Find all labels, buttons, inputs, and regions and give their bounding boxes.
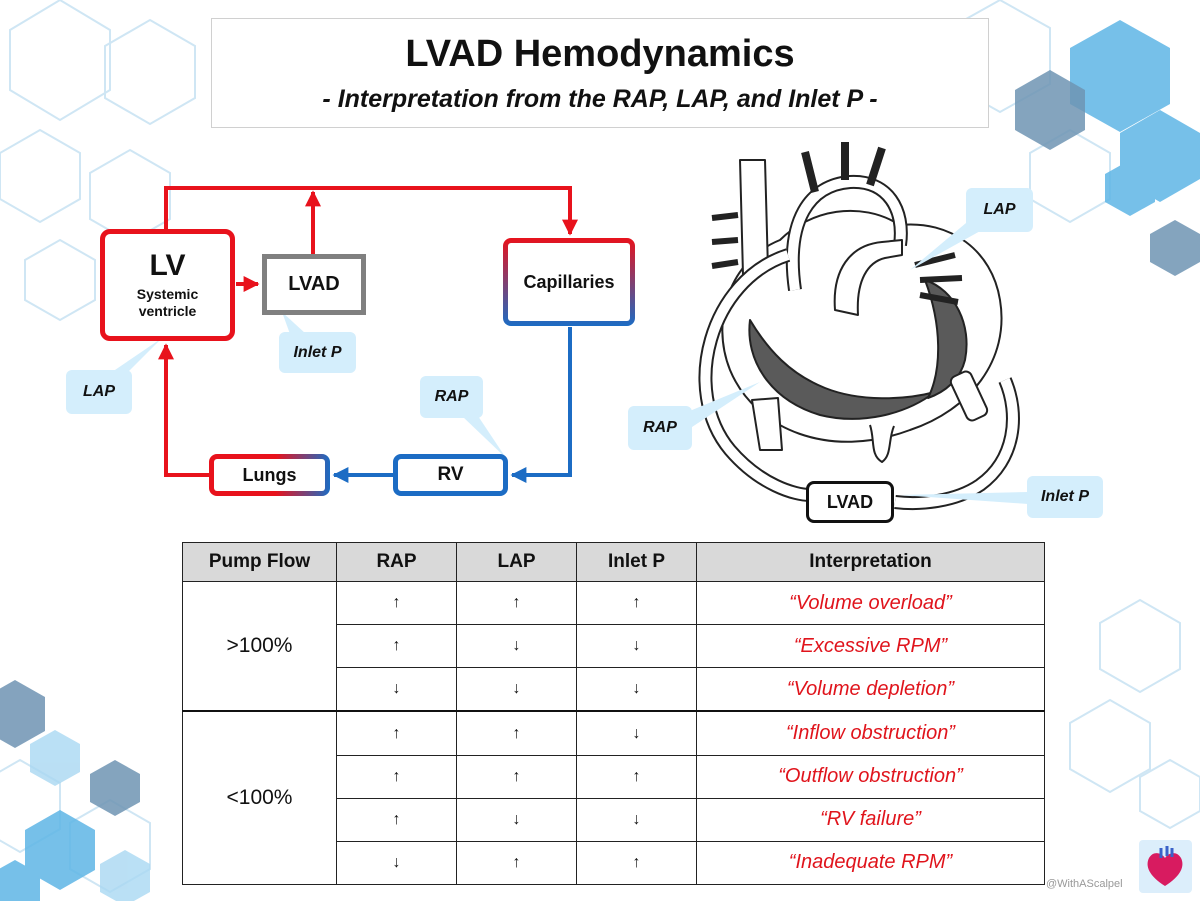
pulmonary-trunk xyxy=(833,239,903,316)
lap-cell: ↓ xyxy=(456,797,577,842)
superior-vena-cava xyxy=(739,159,769,276)
left-side-vessels xyxy=(711,212,739,269)
hemodynamics-table: Pump Flow RAP LAP Inlet P Interpretation… xyxy=(182,542,1045,886)
lv-box: LV Systemic ventricle xyxy=(100,229,235,341)
lap-cell: ↑ xyxy=(456,580,577,626)
heart-logo-icon xyxy=(1139,840,1192,893)
inlet-cell: ↓ xyxy=(576,710,697,756)
descending-aorta xyxy=(869,424,895,463)
interpretation-cell: “RV failure” xyxy=(696,797,1045,842)
pump-flow-cell: >100% xyxy=(182,581,337,712)
interpretation-cell: “Outflow obstruction” xyxy=(696,754,1045,799)
lvad-box: LVAD xyxy=(262,254,366,315)
rap-callout: RAP xyxy=(420,376,483,418)
heart-rap-pointer xyxy=(680,382,760,427)
interpretation-cell: “Volume depletion” xyxy=(696,667,1045,712)
inlet-cell: ↓ xyxy=(576,667,697,712)
heart-lvad-illustration xyxy=(680,142,1028,511)
capillaries-box: Capillaries xyxy=(503,238,635,326)
header-rap: RAP xyxy=(336,542,457,582)
rap-cell: ↓ xyxy=(336,840,457,886)
table-header-row: Pump Flow RAP LAP Inlet P Interpretation xyxy=(182,542,1045,582)
header-inlet-p: Inlet P xyxy=(576,542,697,582)
table-row: <100% ↑ ↑ ↓ “Inflow obstruction” xyxy=(182,710,1045,886)
heart-lvad-label: LVAD xyxy=(806,481,894,523)
heart-lap-callout: LAP xyxy=(966,188,1033,232)
arch-branches xyxy=(801,142,886,193)
inlet-cell: ↑ xyxy=(576,580,697,626)
inlet-cell: ↓ xyxy=(576,797,697,842)
rap-cell: ↑ xyxy=(336,797,457,842)
page-title: LVAD Hemodynamics xyxy=(405,33,795,75)
header-pump-flow: Pump Flow xyxy=(182,542,337,582)
table-row: ↑ ↓ ↓ “RV failure” xyxy=(183,797,1045,842)
inlet-cell: ↑ xyxy=(576,754,697,799)
pulmonary-vein-line xyxy=(158,343,209,477)
watermark: @WithAScalpel xyxy=(1046,878,1123,890)
heart-lap-pointer xyxy=(910,218,982,270)
lv-sublabel-2: ventricle xyxy=(138,303,197,319)
table-row: >100% ↑ ↑ ↑ “Volume overload” xyxy=(182,580,1045,712)
inlet-p-callout: Inlet P xyxy=(279,332,356,373)
lungs-box: Lungs xyxy=(209,454,330,496)
rap-cell: ↓ xyxy=(336,667,457,712)
rap-cell: ↑ xyxy=(336,580,457,626)
pump-flow-cell: <100% xyxy=(182,710,337,886)
aorta-line xyxy=(164,186,578,236)
page-subtitle: - Interpretation from the RAP, LAP, and … xyxy=(322,85,878,113)
table-row: ↑ ↑ ↑ “Outflow obstruction” xyxy=(183,754,1045,799)
venous-return-line xyxy=(510,327,572,483)
lv-sublabel-1: Systemic xyxy=(136,286,199,302)
left-heart-shading xyxy=(924,279,968,399)
table-row: ↑ ↓ ↓ “Excessive RPM” xyxy=(183,624,1045,669)
heart-rap-callout: RAP xyxy=(628,406,692,450)
lap-cell: ↓ xyxy=(456,667,577,712)
rap-cell: ↑ xyxy=(336,754,457,799)
header-interpretation: Interpretation xyxy=(696,542,1045,582)
header-lap: LAP xyxy=(456,542,577,582)
lap-cell: ↓ xyxy=(456,624,577,669)
inlet-callout-pointer xyxy=(282,312,306,334)
interpretation-cell: “Inflow obstruction” xyxy=(696,710,1045,756)
interpretation-cell: “Excessive RPM” xyxy=(696,624,1045,669)
heart-inlet-pointer xyxy=(900,492,1028,504)
inlet-cell: ↓ xyxy=(576,624,697,669)
lap-cell: ↑ xyxy=(456,754,577,799)
aortic-arch-inner xyxy=(787,176,906,291)
lap-callout: LAP xyxy=(66,370,132,414)
rap-cell: ↑ xyxy=(336,710,457,756)
lap-cell: ↑ xyxy=(456,840,577,886)
heart-inlet-p-callout: Inlet P xyxy=(1027,476,1103,518)
inferior-vena-cava xyxy=(751,397,783,451)
lvad-outflow-graft-inner xyxy=(700,250,811,500)
interpretation-cell: “Volume overload” xyxy=(696,580,1045,626)
title-box: LVAD Hemodynamics - Interpretation from … xyxy=(211,18,989,128)
apical-cannula xyxy=(949,370,989,422)
rap-cell: ↑ xyxy=(336,624,457,669)
rap-callout-pointer xyxy=(462,416,506,458)
rv-box: RV xyxy=(393,454,508,496)
interpretation-cell: “Inadequate RPM” xyxy=(696,840,1045,886)
lap-cell: ↑ xyxy=(456,710,577,756)
table-row: ↓ ↓ ↓ “Volume depletion” xyxy=(183,667,1045,712)
lv-label: LV xyxy=(149,249,186,282)
lvad-inflow-cannula-inner xyxy=(894,378,1018,509)
inlet-cell: ↑ xyxy=(576,840,697,886)
lap-callout-pointer xyxy=(112,338,162,372)
table-row: ↓ ↑ ↑ “Inadequate RPM” xyxy=(183,840,1045,886)
